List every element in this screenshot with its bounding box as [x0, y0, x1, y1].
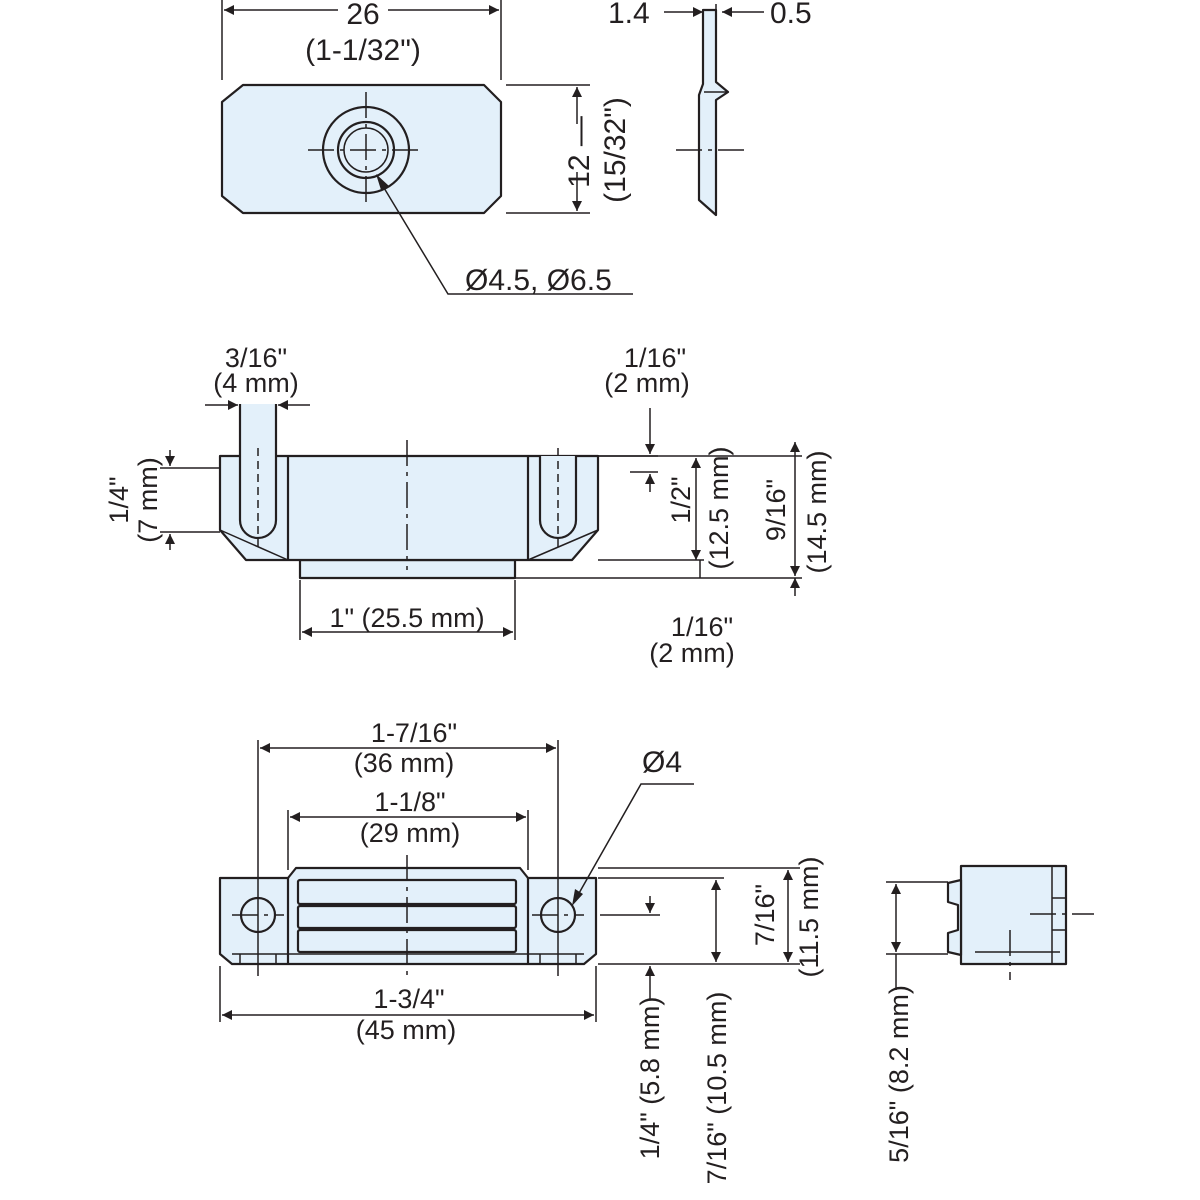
magnet-side-view: 5/16" (8.2 mm) [884, 864, 1094, 1163]
side-height-label: 5/16" (8.2 mm) [884, 985, 914, 1163]
bottom-offset-in-label: 1/16" [671, 612, 733, 642]
slot-width-in-label: 3/16" [225, 343, 287, 373]
slot-height-in-label: 1/4" [104, 476, 134, 523]
hole-leader-arrow [572, 889, 583, 906]
hole-leader [377, 177, 633, 295]
left-thickness-label: 1.4 [608, 0, 650, 30]
magnet-side-body [959, 864, 1068, 966]
magnet-front-view: 1-7/16" (36 mm) 1-1/8" (29 mm) 1-3/4" (4… [218, 718, 824, 1185]
total-height-mm-label: (14.5 mm) [802, 450, 832, 573]
hole-spacing-mm-label: (36 mm) [354, 748, 455, 778]
magnet-side-lip [946, 878, 963, 957]
height-in-label: 7/16" [750, 884, 780, 946]
top-offset-mm-label: (2 mm) [604, 368, 689, 398]
chamfer-line [527, 529, 599, 561]
hole-callout-label: Ø4.5, Ø6.5 [465, 264, 612, 297]
top-offset-in-label: 1/16" [624, 343, 686, 373]
overall-width-in-label: 1-3/4" [373, 984, 444, 1014]
magnet-width-mm-label: (29 mm) [360, 818, 461, 848]
magnet-width-in-label: 1-1/8" [374, 787, 445, 817]
strike-plate-side-view: 1.4 0.5 [608, 0, 812, 217]
hole-leader [573, 783, 694, 903]
right-slot [538, 456, 578, 540]
hole-leader-arrow [376, 174, 389, 190]
slot-width-mm-label: (4 mm) [213, 368, 298, 398]
right-thickness-label: 0.5 [770, 0, 812, 30]
height-mm-label: (11.5 mm) [794, 856, 824, 977]
body-height-mm-label: (12.5 mm) [704, 446, 734, 569]
width-mm-label: 26 [346, 0, 379, 31]
left-slot [238, 404, 278, 540]
height-mm-label: 12 — [563, 116, 596, 188]
bottom-offset-mm-label: (2 mm) [649, 638, 734, 668]
side-profile [697, 8, 730, 217]
chamfer-line [219, 529, 289, 561]
catch-front-view: 3/16" (4 mm) 1/4" (7 mm) 1/16" (2 mm) 1/… [104, 343, 832, 668]
base-width-label: 1" (25.5 mm) [329, 603, 484, 633]
body-height-label: 7/16" (10.5 mm) [702, 992, 732, 1185]
body-height-in-label: 1/2" [666, 476, 696, 523]
hole-callout-label: Ø4 [642, 746, 682, 779]
strike-plate-top-view: 26 (1-1/32") 12 — (15/32") Ø4.5, Ø6.5 [220, 0, 633, 297]
width-in-label: (1-1/32") [305, 34, 421, 67]
hole-center-label: 1/4" (5.8 mm) [635, 997, 665, 1160]
overall-width-mm-label: (45 mm) [356, 1015, 457, 1045]
slot-height-mm-label: (7 mm) [133, 457, 163, 542]
height-in-label: (15/32") [599, 97, 632, 203]
hole-spacing-in-label: 1-7/16" [371, 718, 457, 748]
total-height-in-label: 9/16" [761, 479, 791, 541]
